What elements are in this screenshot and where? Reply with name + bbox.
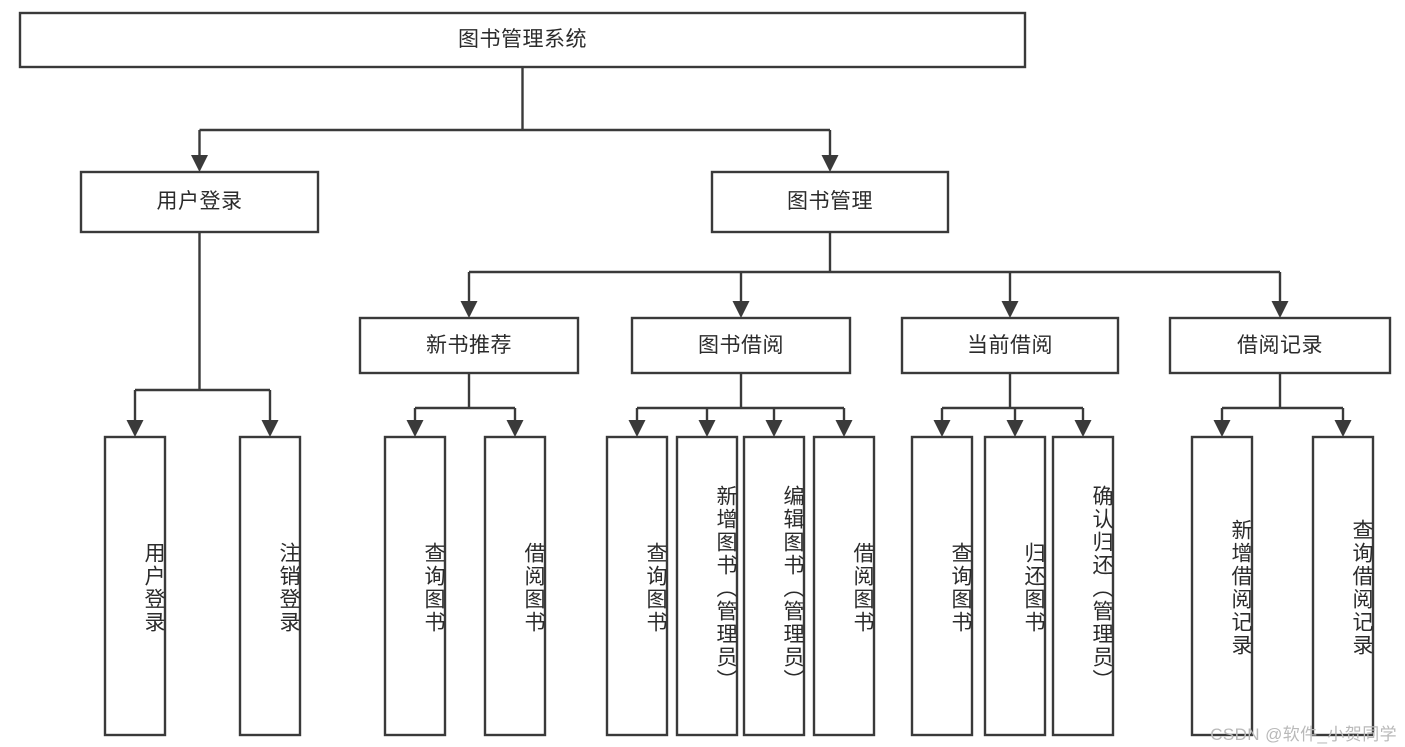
arrowhead-user-login (191, 155, 208, 172)
arrowhead-leaf-confirm-return-admin (1074, 420, 1092, 437)
node-box-leaf-query-borrow-record[interactable] (1311, 435, 1375, 737)
arrowhead-leaf-borrow-book-recommend (506, 420, 524, 437)
arrowhead-leaf-edit-book-admin (765, 420, 783, 437)
arrowhead-book-borrow (732, 301, 750, 318)
arrowhead-leaf-add-borrow-record (1213, 420, 1231, 437)
arrowhead-current-borrow (1001, 301, 1019, 318)
node-box-book-manage[interactable] (710, 170, 950, 234)
arrowhead-leaf-query-book-borrow (628, 420, 646, 437)
arrowhead-leaf-user-logout (261, 420, 279, 437)
node-box-leaf-borrow-book-recommend[interactable] (483, 435, 547, 737)
connector-layer (126, 67, 1352, 437)
arrowhead-leaf-query-book-current (933, 420, 951, 437)
node-box-leaf-user-logout[interactable] (238, 435, 302, 737)
node-box-layer (18, 11, 1392, 737)
node-box-leaf-query-book-borrow[interactable] (605, 435, 669, 737)
arrowhead-leaf-user-login (126, 420, 144, 437)
arrowhead-leaf-return-book (1006, 420, 1024, 437)
node-box-leaf-add-book-admin[interactable] (675, 435, 739, 737)
arrowhead-leaf-add-book-admin (698, 420, 716, 437)
node-box-leaf-query-book-current[interactable] (910, 435, 974, 737)
arrowhead-borrow-record (1271, 301, 1289, 318)
watermark: CSDN @软件_小贺同学 (1210, 725, 1397, 744)
node-box-leaf-add-borrow-record[interactable] (1190, 435, 1254, 737)
arrowhead-leaf-query-book-recommend (406, 420, 424, 437)
node-box-root[interactable] (18, 11, 1027, 69)
arrowhead-leaf-borrow-book (835, 420, 853, 437)
node-box-leaf-query-book-recommend[interactable] (383, 435, 447, 737)
arrowhead-new-book-recommend (460, 301, 478, 318)
node-box-user-login[interactable] (79, 170, 320, 234)
node-box-borrow-record[interactable] (1168, 316, 1392, 375)
arrowhead-book-manage (821, 155, 839, 172)
arrowhead-leaf-query-borrow-record (1334, 420, 1352, 437)
node-box-leaf-return-book[interactable] (983, 435, 1047, 737)
node-box-leaf-confirm-return-admin[interactable] (1051, 435, 1115, 737)
node-box-current-borrow[interactable] (900, 316, 1120, 375)
node-box-leaf-borrow-book[interactable] (812, 435, 876, 737)
node-box-leaf-user-login[interactable] (103, 435, 167, 737)
node-box-book-borrow[interactable] (630, 316, 852, 375)
node-box-new-book-recommend[interactable] (358, 316, 580, 375)
node-box-leaf-edit-book-admin[interactable] (742, 435, 806, 737)
